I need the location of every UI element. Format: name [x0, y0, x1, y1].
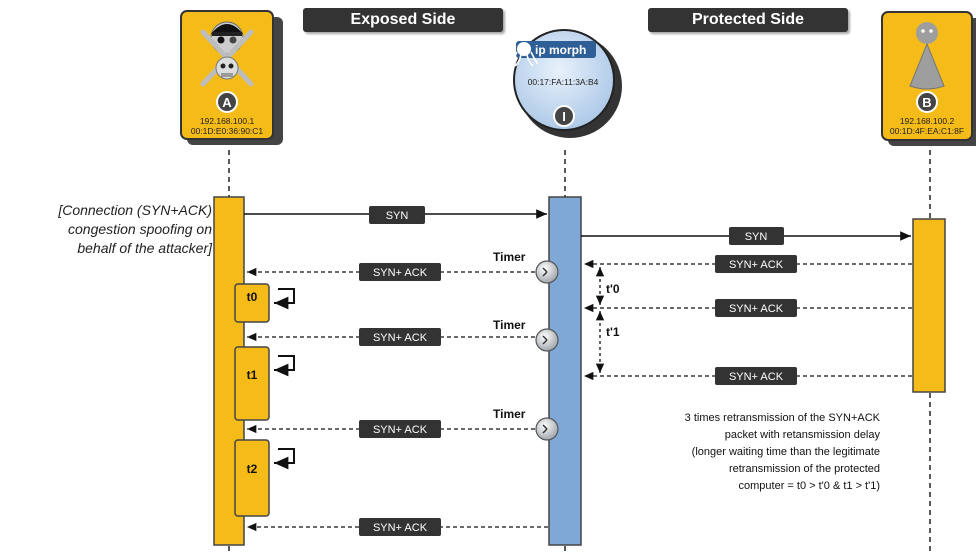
timer-label: Timer — [493, 250, 526, 264]
attacker-letter: A — [222, 95, 232, 110]
protected-ip: 192.168.100.2 — [900, 116, 955, 126]
message-synack-attacker-3: SYN+ ACK — [247, 420, 535, 438]
attack-note: [Connection (SYN+ACK) congestion spoofin… — [0, 201, 212, 258]
attack-note-line: [Connection (SYN+ACK) — [0, 201, 212, 220]
delay-label: t'0 — [606, 282, 620, 296]
message-label: SYN+ ACK — [373, 332, 428, 344]
exposed-side-header: Exposed Side — [303, 8, 503, 32]
message-label: SYN+ ACK — [373, 424, 428, 436]
message-synack-attacker-1: SYN+ ACK — [247, 263, 535, 281]
retransmission-note: 3 times retransmission of the SYN+ACK pa… — [560, 410, 880, 495]
retransmission-note-line: retransmission of the protected — [560, 461, 880, 478]
retransmission-note-line: 3 times retransmission of the SYN+ACK — [560, 410, 880, 427]
brand-name: ip morph — [535, 43, 586, 57]
timer-icon — [536, 261, 558, 283]
protected-letter: B — [922, 95, 931, 110]
message-syn-attacker: SYN — [244, 206, 547, 224]
message-label: SYN+ ACK — [373, 522, 428, 534]
delay-label: t'1 — [606, 325, 620, 339]
protected-activation-bar — [913, 219, 945, 392]
wait-box-t1: t1 — [235, 347, 294, 420]
protected-side-header: Protected Side — [648, 8, 848, 32]
wait-label: t0 — [247, 290, 258, 304]
timer-icon — [536, 329, 558, 351]
attack-note-line: congestion spoofing on — [0, 220, 212, 239]
interceptor-mac: 00:17:FA:11:3A:B4 — [528, 77, 599, 87]
wait-box-t2: t2 — [235, 440, 294, 516]
message-label: SYN+ ACK — [729, 371, 784, 383]
retransmission-note-line: packet with retansmission delay — [560, 427, 880, 444]
protected-mac: 00:1D:4F:EA:C1:8F — [890, 126, 964, 136]
wait-label: t2 — [247, 462, 258, 476]
protected-node: B 192.168.100.2 00:1D:4F:EA:C1:8F — [882, 12, 976, 146]
message-label: SYN — [386, 210, 409, 222]
attacker-mac: 00:1D:E0:36:90:C1 — [191, 126, 264, 136]
retransmission-note-line: computer = t0 > t'0 & t1 > t'1) — [560, 478, 880, 495]
retransmission-note-line: (longer waiting time than the legitimate — [560, 444, 880, 461]
attack-note-line: behalf of the attacker] — [0, 239, 212, 258]
message-label: SYN+ ACK — [729, 259, 784, 271]
message-syn-protected: SYN — [581, 227, 911, 245]
message-synack-protected-1: SYN+ ACK — [584, 255, 912, 273]
message-label: SYN — [745, 231, 768, 243]
message-synack-protected-3: SYN+ ACK — [584, 367, 912, 385]
wait-box-t0: t0 — [235, 284, 294, 322]
message-synack-protected-2: SYN+ ACK — [584, 299, 912, 317]
message-label: SYN+ ACK — [373, 267, 428, 279]
message-synack-attacker-2: SYN+ ACK — [247, 328, 535, 346]
wait-label: t1 — [247, 368, 258, 382]
message-label: SYN+ ACK — [729, 303, 784, 315]
timer-label: Timer — [493, 318, 526, 332]
timer-icon — [536, 418, 558, 440]
attacker-node: A 192.168.100.1 00:1D:E0:36:90:C1 — [181, 11, 283, 145]
message-synack-attacker-4: SYN+ ACK — [247, 518, 548, 536]
timer-label: Timer — [493, 407, 526, 421]
attacker-ip: 192.168.100.1 — [200, 116, 255, 126]
wait-boxes: t0 t1 t2 — [235, 284, 294, 516]
interceptor-letter: I — [562, 109, 566, 124]
interceptor-node: ip morph 00:17:FA:11:3A:B4 I — [510, 30, 622, 138]
